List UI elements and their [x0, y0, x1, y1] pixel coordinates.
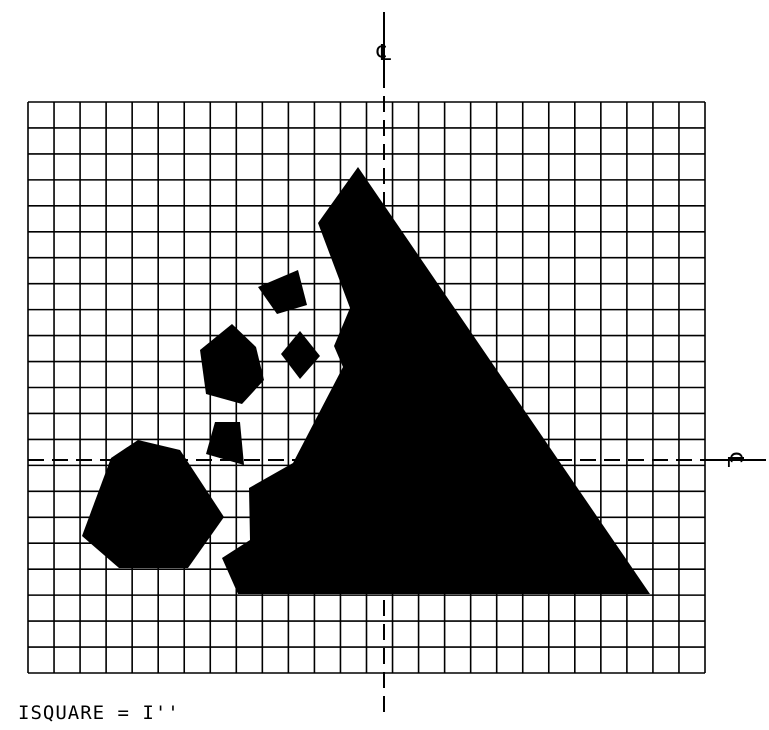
hexagon-shape — [200, 324, 264, 404]
pentagon-shape — [258, 270, 307, 314]
small-square-shape — [206, 422, 244, 465]
large-triangle-shape — [222, 167, 650, 594]
centerline-symbol-right: ℄ — [722, 452, 747, 468]
diamond-shape — [281, 331, 320, 379]
centerline-symbol-top: ℄ — [376, 41, 392, 66]
filled-shapes — [82, 167, 650, 594]
vertical-centerline: ℄ — [376, 12, 392, 712]
scale-note: ISQUARE = I'' — [18, 702, 180, 724]
large-heptagon-shape — [82, 440, 224, 568]
horizontal-centerline: ℄ — [28, 452, 766, 468]
